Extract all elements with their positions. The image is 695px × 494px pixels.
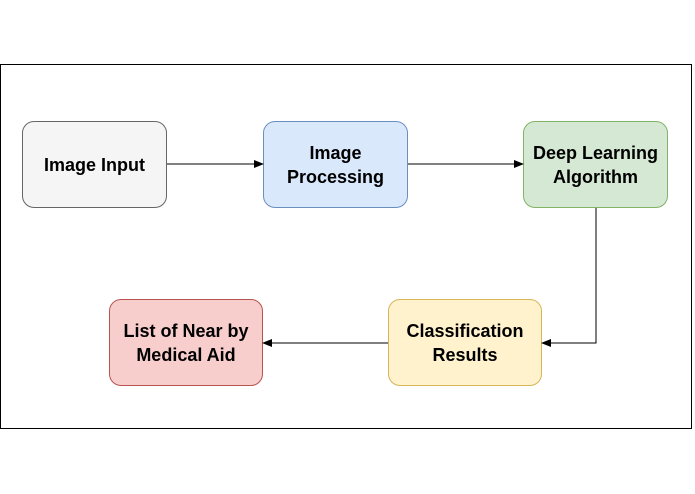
node-label: Classification Results [406,320,524,365]
node-image-input[interactable]: Image Input [22,121,167,208]
node-near-by-medical-aid[interactable]: List of Near by Medical Aid [109,299,263,386]
diagram-frame [0,64,692,429]
node-classification-results[interactable]: Classification Results [388,299,542,386]
node-deep-learning-algorithm[interactable]: Deep Learning Algorithm [523,121,668,208]
node-image-processing[interactable]: Image Processing [263,121,408,208]
node-label: Image Processing [286,142,385,187]
node-label: List of Near by Medical Aid [123,320,249,365]
node-label: Image Input [43,154,145,175]
node-label: Deep Learning Algorithm [532,142,659,187]
